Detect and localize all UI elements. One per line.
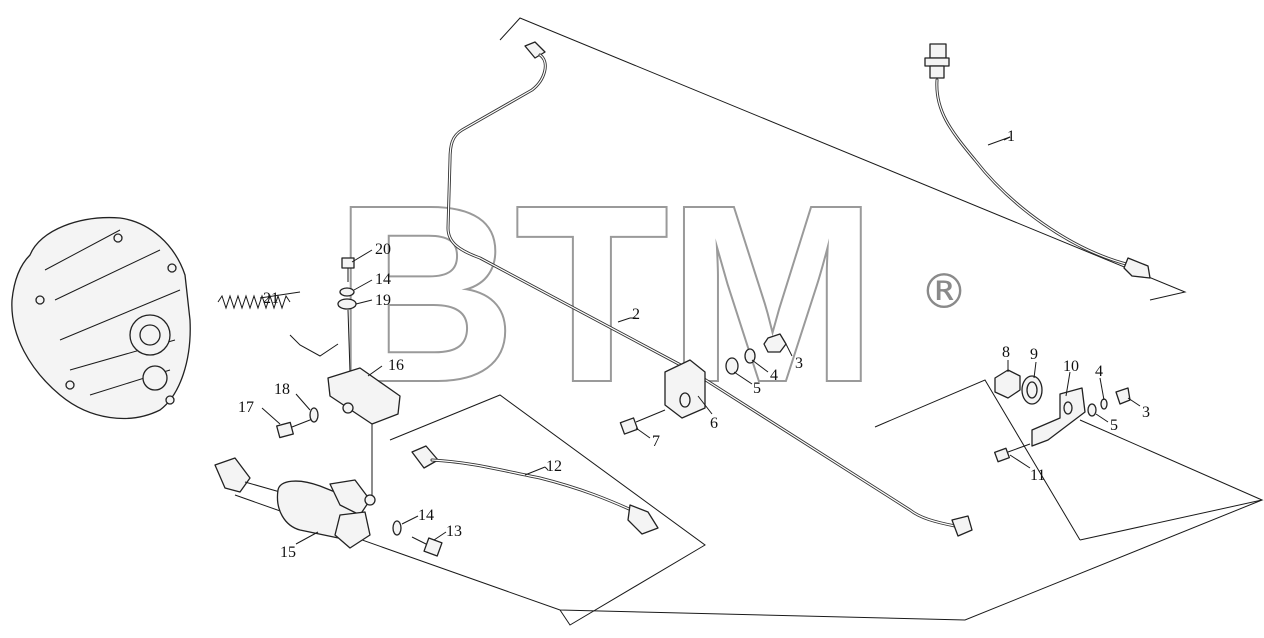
callout-4b: 4	[1095, 363, 1103, 380]
callout-5a: 5	[753, 380, 761, 397]
callout-7: 7	[652, 433, 660, 450]
callout-9: 9	[1030, 346, 1038, 363]
callout-13: 13	[446, 523, 462, 540]
callout-4a: 4	[770, 367, 778, 384]
callout-15: 15	[280, 544, 296, 561]
callout-14b: 14	[418, 507, 434, 524]
callout-12: 12	[546, 458, 562, 475]
callout-17: 17	[238, 399, 254, 416]
reference-planes	[234, 17, 1264, 626]
fasteners-clamp	[725, 333, 787, 375]
clutch-housing	[11, 216, 191, 420]
callout-5b: 5	[1110, 417, 1118, 434]
callout-11: 11	[1030, 467, 1045, 484]
bolt-13	[392, 520, 443, 557]
btm-watermark: BTM ®	[333, 152, 968, 435]
part-15-slave-cylinder	[214, 457, 376, 549]
leader-lines	[259, 136, 1141, 545]
watermark-text: BTM	[335, 154, 877, 433]
bolt-17	[276, 407, 319, 439]
right-bracket-group	[994, 369, 1131, 463]
bracket-assembly	[327, 257, 401, 500]
callout-16: 16	[388, 357, 404, 374]
callout-21: 21	[263, 290, 279, 307]
callout-19: 19	[375, 292, 391, 309]
callout-3b: 3	[1142, 404, 1150, 421]
callout-10: 10	[1063, 358, 1079, 375]
callout-numbers: 1 2 3 4 5 6 7 8 9 10 4 3 5 11 12 13 14 1…	[238, 128, 1150, 561]
callout-6: 6	[710, 415, 718, 432]
callout-1: 1	[1007, 128, 1015, 145]
part-12-pipe	[411, 445, 659, 535]
registered-mark: ®	[920, 264, 968, 320]
callout-2: 2	[632, 306, 640, 323]
callout-18: 18	[274, 381, 290, 398]
callout-14a: 14	[375, 271, 391, 288]
part-2-pipe	[446, 41, 973, 537]
callout-8: 8	[1002, 344, 1010, 361]
part-1-hose	[924, 43, 1151, 279]
callout-3a: 3	[795, 355, 803, 372]
part-21-spring	[217, 294, 339, 357]
callout-20: 20	[375, 241, 391, 258]
part-6-clamp	[619, 359, 706, 435]
